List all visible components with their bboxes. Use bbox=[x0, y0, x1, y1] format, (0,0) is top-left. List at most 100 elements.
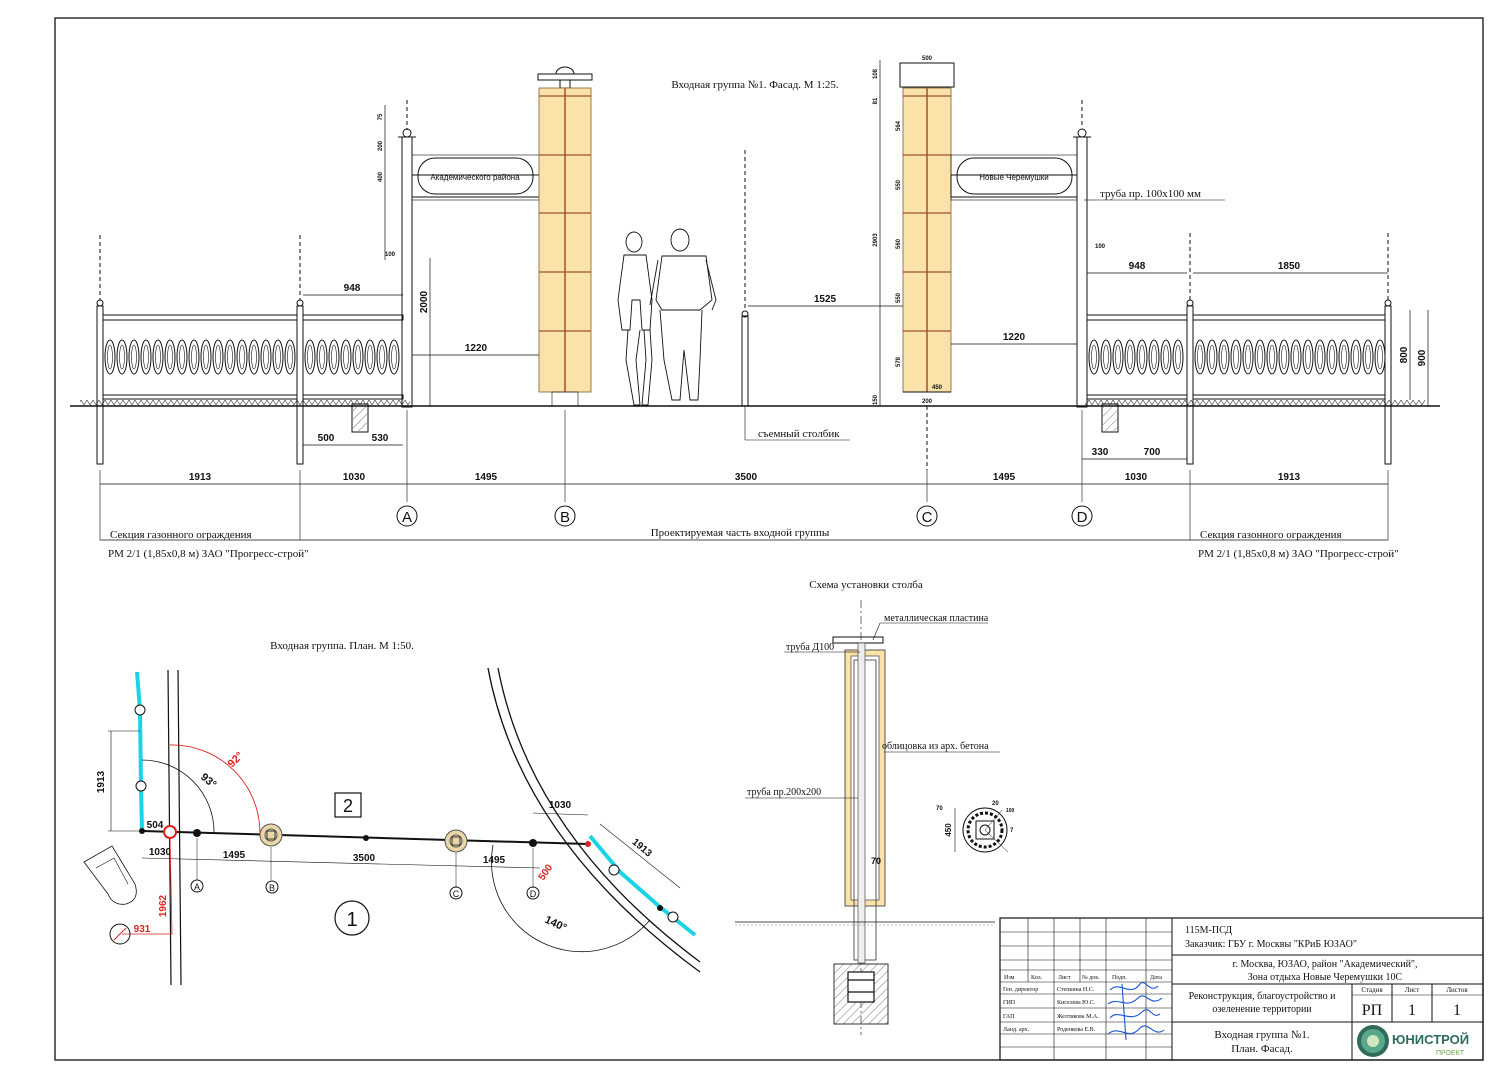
dim-2000: 2000 bbox=[419, 290, 430, 313]
marker-2: 2 bbox=[334, 792, 362, 818]
dim-800: 800 bbox=[1399, 346, 1410, 363]
fence-left bbox=[96, 235, 404, 465]
svg-text:B: B bbox=[269, 883, 275, 893]
label-pipe100: труба Д100 bbox=[786, 642, 834, 653]
col-izm: Изм bbox=[1004, 975, 1015, 981]
staff-role-3: ГАП bbox=[1003, 1014, 1015, 1020]
label-plate: металлическая пластина bbox=[884, 613, 989, 624]
plan-dim-500: 500 bbox=[537, 862, 556, 882]
dim-564: 564 bbox=[896, 120, 902, 131]
svg-text:1: 1 bbox=[346, 909, 357, 931]
sign-right-text: Новые Черемушки bbox=[979, 173, 1049, 182]
dim-1525: 1525 bbox=[814, 294, 837, 305]
axis-d: D bbox=[1071, 505, 1093, 527]
plan-axis-c: C bbox=[449, 886, 463, 900]
dim-200-v: 200 bbox=[378, 140, 384, 151]
sign-board-right bbox=[956, 157, 1073, 195]
dim-530: 530 bbox=[372, 433, 389, 444]
section-dim-100: 100 bbox=[1006, 808, 1015, 814]
plan-dim-1030-left: 1030 bbox=[149, 847, 172, 858]
col-sign: Подп. bbox=[1112, 975, 1127, 981]
lawn-spec-left: РМ 2/1 (1,85х0,8 м) ЗАО "Прогресс-строй" bbox=[108, 548, 309, 560]
designed-part: Проектируемая часть входной группы bbox=[651, 527, 830, 539]
angle-92: 92° bbox=[226, 750, 246, 770]
logo-sub: ПРОЕКТ bbox=[1436, 1050, 1465, 1057]
svg-text:B: B bbox=[560, 509, 570, 526]
tb-hdr-stage: Стадия bbox=[1361, 986, 1383, 994]
fence-right bbox=[1086, 233, 1392, 465]
tb-hdr-sheet: Лист bbox=[1405, 986, 1420, 994]
bdim-6: 1030 bbox=[1125, 472, 1148, 483]
dim-81: 81 bbox=[873, 97, 879, 104]
sign-post-right: Новые Черемушки труба пр. 100х100 мм bbox=[950, 100, 1225, 408]
tb-sheet-title1: Входная группа №1. bbox=[1214, 1029, 1309, 1041]
bdim-1: 1913 bbox=[189, 472, 212, 483]
dim-550-b: 550 bbox=[896, 292, 902, 303]
label-cladding: облицовка из арх. бетона bbox=[882, 741, 989, 752]
tb-address2: Зона отдыха Новые Черемушки 10С bbox=[1248, 972, 1403, 983]
tb-address1: г. Москва, ЮЗАО, район "Академический", bbox=[1232, 959, 1417, 970]
svg-text:C: C bbox=[922, 509, 933, 526]
staff-name-2: Киселева Ю.С. bbox=[1057, 1000, 1096, 1006]
plan-dim-1495-right: 1495 bbox=[483, 855, 506, 866]
plan-dim-931: 931 bbox=[134, 924, 151, 935]
axis-a: A bbox=[396, 505, 418, 527]
tb-code: 115М-ПСД bbox=[1185, 925, 1232, 936]
axis-c: C bbox=[916, 505, 938, 527]
company-logo: ЮНИСТРОЙ ПРОЕКТ bbox=[1357, 1025, 1469, 1057]
tb-project1: Реконструкция, благоустройство и bbox=[1189, 991, 1337, 1002]
lawn-section-left: Секция газонного ограждения bbox=[110, 529, 252, 541]
pillar-left bbox=[537, 66, 593, 407]
dim-700: 700 bbox=[1144, 447, 1161, 458]
dim-200: 200 bbox=[922, 399, 933, 405]
tb-customer: Заказчик: ГБУ г. Москвы "КРиБ ЮЗАО" bbox=[1185, 939, 1357, 950]
sign-post-left: Академического района bbox=[398, 100, 541, 408]
logo-name: ЮНИСТРОЙ bbox=[1392, 1032, 1469, 1047]
dim-578: 578 bbox=[896, 356, 902, 367]
section-dim-70: 70 bbox=[936, 806, 943, 812]
tb-stage: РП bbox=[1362, 1002, 1383, 1019]
plan-pillar-b bbox=[259, 823, 283, 847]
plan-axis-a: A bbox=[190, 879, 204, 893]
svg-text:A: A bbox=[194, 882, 200, 892]
bdim-2: 1030 bbox=[343, 472, 366, 483]
staff-role-1: Ген. директор bbox=[1003, 987, 1038, 993]
removable-post: съемный столбик bbox=[741, 150, 850, 441]
facade-view: Входная группа №1. Фасад. М 1:25. bbox=[70, 56, 1440, 560]
plan-dim-504: 504 bbox=[147, 820, 164, 831]
dim-100-left: 100 bbox=[385, 252, 396, 258]
dim-330: 330 bbox=[1092, 447, 1109, 458]
angle-93: 93° bbox=[198, 771, 218, 791]
svg-text:C: C bbox=[453, 889, 460, 899]
pipe-label: труба пр. 100х100 мм bbox=[1100, 188, 1201, 200]
label-pipe200: труба пр.200х200 bbox=[747, 787, 821, 798]
col-list: Лист bbox=[1058, 975, 1071, 981]
staff-name-3: Желтикова М.А. bbox=[1057, 1014, 1099, 1020]
col-date: Дата bbox=[1150, 975, 1162, 981]
dim-2903: 2903 bbox=[873, 233, 879, 247]
dim-108: 108 bbox=[873, 68, 879, 79]
tb-project2: озеленение территории bbox=[1212, 1004, 1312, 1015]
dim-1220-right: 1220 bbox=[1003, 332, 1026, 343]
dim-560: 560 bbox=[896, 238, 902, 249]
dim-70: 70 bbox=[871, 856, 881, 866]
plan-dim-1962: 1962 bbox=[158, 894, 169, 917]
dim-500-top: 500 bbox=[922, 56, 933, 62]
sign-board-left bbox=[417, 157, 534, 195]
scheme-title: Схема установки столба bbox=[809, 579, 923, 591]
people-silhouettes bbox=[617, 228, 717, 406]
axis-b: B bbox=[554, 505, 576, 527]
facade-title: Входная группа №1. Фасад. М 1:25. bbox=[671, 79, 839, 91]
dim-1850: 1850 bbox=[1278, 261, 1301, 272]
dim-500: 500 bbox=[318, 433, 335, 444]
plan-dim-1913-right: 1913 bbox=[630, 837, 654, 860]
dim-1220-left: 1220 bbox=[465, 343, 488, 354]
section-dim-20: 20 bbox=[992, 801, 999, 807]
tb-sheets: 1 bbox=[1453, 1002, 1461, 1019]
dim-150: 150 bbox=[873, 394, 879, 405]
removable-post-label: съемный столбик bbox=[758, 428, 840, 440]
marker-1: 1 bbox=[334, 900, 370, 936]
plan-axis-b: B bbox=[265, 880, 279, 894]
signatures bbox=[1107, 982, 1165, 1041]
